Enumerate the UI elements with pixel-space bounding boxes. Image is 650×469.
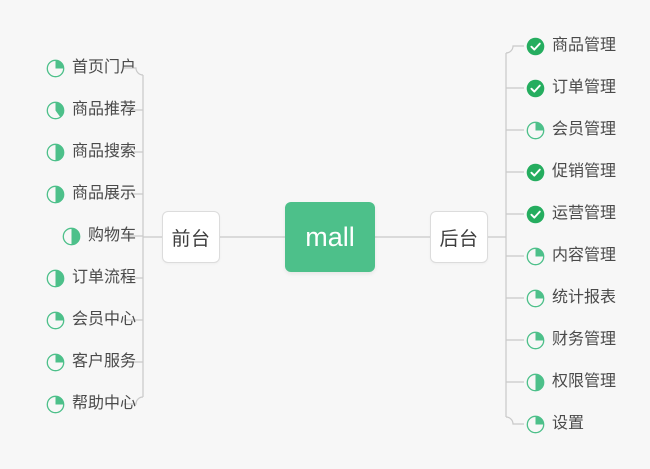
leaf-item-label: 订单流程 (71, 269, 136, 286)
leaf-item[interactable]: 内容管理 (526, 243, 616, 269)
pie-icon (526, 373, 545, 392)
leaf-item[interactable]: 订单管理 (526, 75, 616, 101)
leaf-item-label: 购物车 (87, 227, 136, 244)
pie-icon (62, 227, 81, 246)
pie-icon (46, 59, 65, 78)
branch-node-frontend-label: 前台 (171, 228, 211, 250)
leaf-item-label: 内容管理 (552, 247, 617, 264)
check-circle-icon (526, 205, 545, 224)
pie-icon (46, 143, 65, 162)
leaf-item-label: 客户服务 (71, 353, 136, 370)
leaf-item[interactable]: 会员管理 (526, 117, 616, 143)
check-circle-icon (526, 163, 545, 182)
pie-icon (526, 289, 545, 308)
leaf-item-label: 订单管理 (552, 79, 617, 96)
leaf-item-label: 会员管理 (552, 121, 617, 138)
leaf-item[interactable]: 权限管理 (526, 369, 616, 395)
leaf-item[interactable]: 促销管理 (526, 159, 616, 185)
pie-icon (526, 415, 545, 434)
check-circle-icon (526, 37, 545, 56)
leaf-item[interactable]: 商品搜索 (46, 139, 136, 165)
pie-icon (46, 395, 65, 414)
leaf-item[interactable]: 商品展示 (46, 181, 136, 207)
pie-icon (526, 331, 545, 350)
leaf-item[interactable]: 客户服务 (46, 349, 136, 375)
leaf-item[interactable]: 会员中心 (46, 307, 136, 333)
leaf-item[interactable]: 帮助中心 (46, 391, 136, 417)
leaf-item-label: 统计报表 (552, 289, 617, 306)
root-node-mall[interactable]: mall (285, 202, 375, 272)
leaf-item[interactable]: 商品推荐 (46, 97, 136, 123)
leaf-item[interactable]: 设置 (526, 411, 584, 437)
branch-node-frontend[interactable]: 前台 (162, 211, 220, 263)
leaf-item-label: 首页门户 (71, 59, 136, 76)
branch-node-backend-label: 后台 (439, 228, 479, 250)
leaf-item-label: 商品展示 (71, 185, 136, 202)
pie-icon (526, 247, 545, 266)
leaf-item[interactable]: 订单流程 (46, 265, 136, 291)
leaf-item-label: 商品搜索 (71, 143, 136, 160)
leaf-item[interactable]: 购物车 (62, 223, 136, 249)
pie-icon (46, 101, 65, 120)
pie-icon (46, 269, 65, 288)
root-node-label: mall (305, 221, 355, 252)
leaf-item[interactable]: 统计报表 (526, 285, 616, 311)
leaf-item-label: 运营管理 (552, 205, 617, 222)
leaf-item-label: 权限管理 (552, 373, 617, 390)
leaf-item[interactable]: 商品管理 (526, 33, 616, 59)
leaf-item-label: 财务管理 (552, 331, 617, 348)
leaf-item-label: 商品管理 (552, 37, 617, 54)
pie-icon (46, 311, 65, 330)
leaf-item-label: 促销管理 (552, 163, 617, 180)
leaf-item-label: 设置 (552, 415, 585, 432)
leaf-item-label: 会员中心 (71, 311, 136, 328)
branch-node-backend[interactable]: 后台 (430, 211, 488, 263)
leaf-item[interactable]: 首页门户 (46, 55, 136, 81)
leaf-item-label: 帮助中心 (71, 395, 136, 412)
check-circle-icon (526, 79, 545, 98)
pie-icon (46, 185, 65, 204)
leaf-item[interactable]: 运营管理 (526, 201, 616, 227)
leaf-item[interactable]: 财务管理 (526, 327, 616, 353)
pie-icon (526, 121, 545, 140)
leaf-item-label: 商品推荐 (71, 101, 136, 118)
pie-icon (46, 353, 65, 372)
